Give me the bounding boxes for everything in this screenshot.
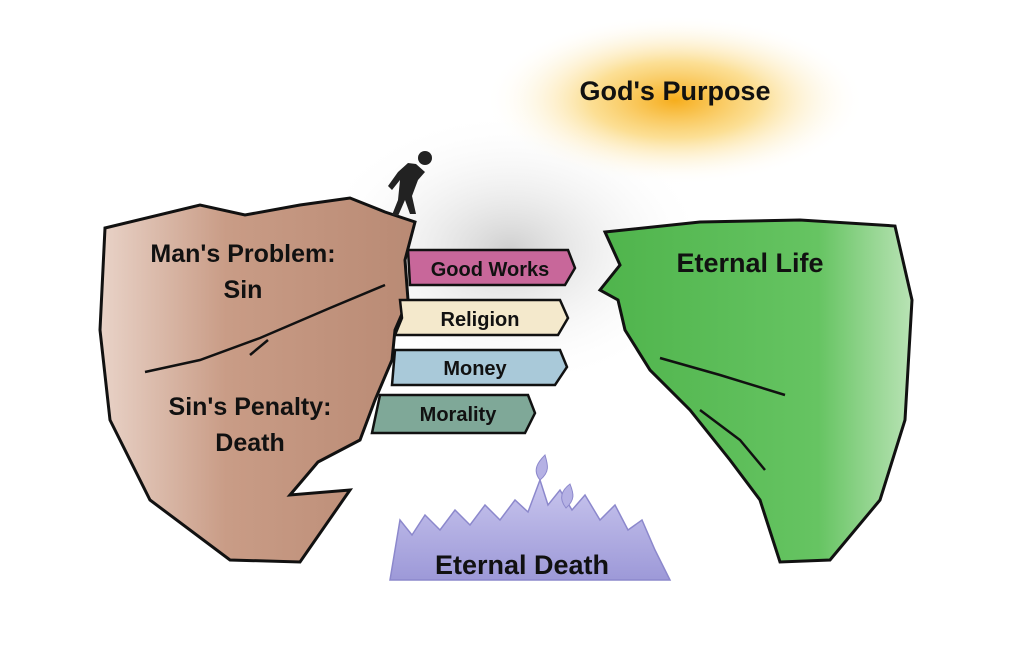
plank-label: Good Works	[431, 259, 550, 281]
mans-problem-label: Man's Problem:	[150, 240, 335, 268]
plank-morality: Morality	[370, 393, 537, 435]
death-label: Death	[215, 429, 284, 457]
plank-label: Money	[443, 358, 507, 380]
plank-shape	[393, 298, 570, 337]
plank-shape	[390, 348, 569, 387]
sins-penalty-label: Sin's Penalty:	[169, 393, 332, 421]
eternal-death-label: Eternal Death	[435, 550, 609, 580]
plank-label: Religion	[441, 309, 520, 331]
cliff-crack	[249, 339, 269, 356]
flame-wisp	[561, 483, 574, 509]
eternal-life-label: Eternal Life	[676, 248, 823, 278]
cliff-crack	[699, 409, 766, 471]
cliff-crack	[144, 283, 386, 374]
sin-label: Sin	[224, 276, 263, 304]
purpose-glow	[485, 15, 865, 185]
plank-shape	[370, 393, 537, 435]
person-figure	[388, 151, 432, 216]
plank-shape	[406, 248, 577, 287]
plank-money: Money	[390, 348, 569, 387]
cliff-crack	[659, 356, 786, 397]
gods-purpose-label: God's Purpose	[580, 76, 771, 106]
flame-wisp	[535, 454, 548, 481]
plank-good-works: Good Works	[406, 248, 577, 287]
plank-religion: Religion	[393, 298, 570, 337]
plank-label: Morality	[420, 404, 498, 426]
right-cliff	[597, 218, 914, 564]
left-cliff	[98, 196, 417, 564]
